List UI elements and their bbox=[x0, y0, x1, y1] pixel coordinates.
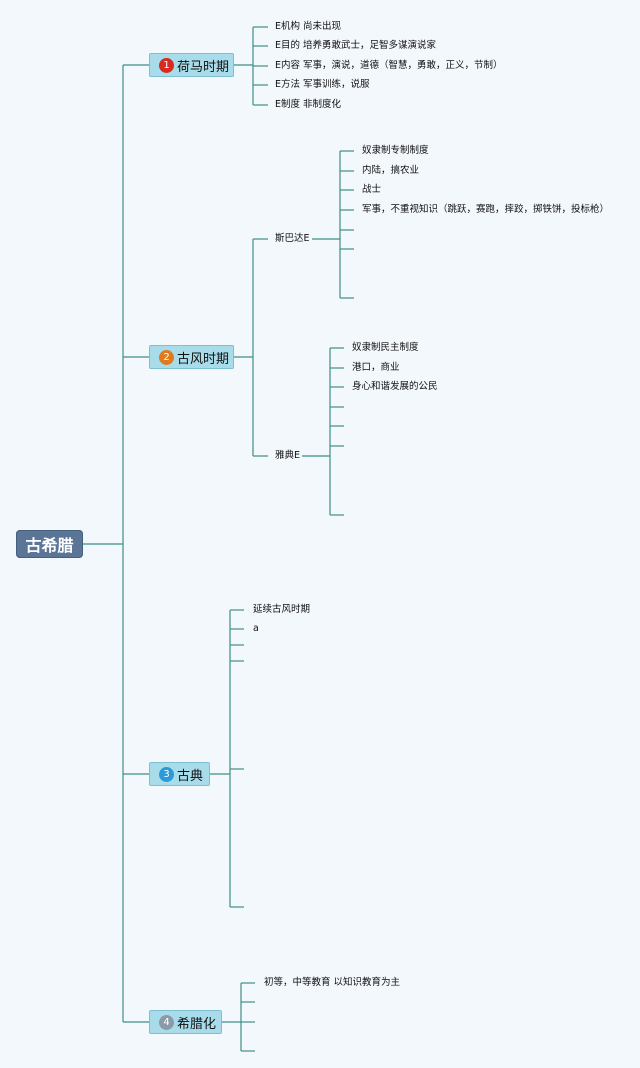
leaf-item[interactable]: 初等，中等教育 以知识教育为主 bbox=[264, 977, 401, 988]
number-badge-icon: 4 bbox=[159, 1014, 174, 1030]
branch-label: 荷马时期 bbox=[177, 59, 230, 75]
branch-archaic-period[interactable]: 2 古风时期 bbox=[149, 345, 234, 369]
branch-label: 希腊化 bbox=[177, 1016, 217, 1032]
leaf-item[interactable]: E目的 培养勇敢武士，足智多谋演说家 bbox=[275, 40, 437, 51]
leaf-item[interactable]: 军事，不重视知识（跳跃，赛跑，摔跤，掷铁饼，投标枪） bbox=[362, 204, 610, 215]
branch-classical-period[interactable]: 3 古典 bbox=[149, 762, 210, 786]
number-badge-icon: 2 bbox=[159, 349, 174, 365]
branch-label: 古典 bbox=[177, 768, 204, 784]
branch-label: 古风时期 bbox=[177, 351, 230, 367]
leaf-item[interactable]: 延续古风时期 bbox=[253, 604, 311, 615]
leaf-item[interactable]: E制度 非制度化 bbox=[275, 99, 342, 110]
sub-node-sparta[interactable]: 斯巴达E bbox=[275, 233, 310, 244]
leaf-item[interactable]: 身心和谐发展的公民 bbox=[352, 381, 438, 392]
leaf-item[interactable]: 奴隶制民主制度 bbox=[352, 342, 419, 353]
number-badge-icon: 1 bbox=[159, 57, 174, 73]
root-node[interactable]: 古希腊 bbox=[16, 530, 83, 558]
leaf-item[interactable]: 战士 bbox=[362, 184, 382, 195]
leaf-item[interactable]: E内容 军事，演说，道德（智慧，勇敢，正义，节制） bbox=[275, 60, 503, 71]
leaf-item[interactable]: a bbox=[253, 623, 259, 634]
branch-homer-period[interactable]: 1 荷马时期 bbox=[149, 53, 234, 77]
branch-hellenistic-period[interactable]: 4 希腊化 bbox=[149, 1010, 222, 1034]
leaf-item[interactable]: 内陆，搞农业 bbox=[362, 165, 420, 176]
leaf-item[interactable]: 奴隶制专制制度 bbox=[362, 145, 429, 156]
sub-node-athens[interactable]: 雅典E bbox=[275, 450, 301, 461]
leaf-item[interactable]: E机构 尚未出现 bbox=[275, 21, 342, 32]
leaf-item[interactable]: 港口，商业 bbox=[352, 362, 400, 373]
leaf-item[interactable]: E方法 军事训练，说服 bbox=[275, 79, 370, 90]
number-badge-icon: 3 bbox=[159, 766, 174, 782]
